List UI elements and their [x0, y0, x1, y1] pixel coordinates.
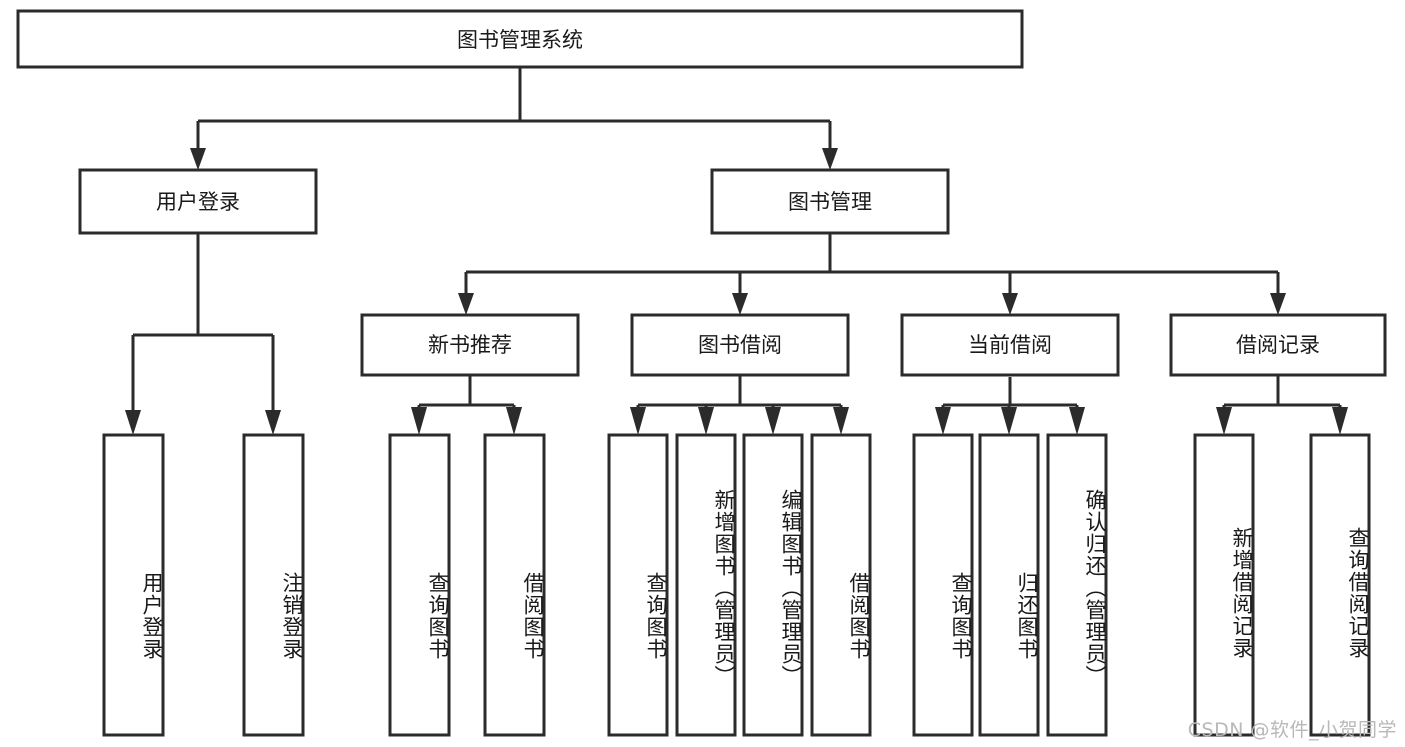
leaf-box-confirm-return[interactable] [1046, 433, 1108, 737]
connector-group-current-borrow [935, 377, 1085, 435]
node-user-login-label: 用户登录 [156, 190, 240, 214]
node-current-borrow[interactable]: 当前借阅 [900, 313, 1120, 377]
arrow-head-leaf-add-record [1216, 407, 1232, 435]
node-book-manage-box[interactable] [710, 168, 950, 235]
arrow-head-leaf-add-book [698, 407, 714, 435]
arrow-head-leaf-query-book-1 [411, 407, 427, 435]
arrow-head-book-borrow [732, 293, 748, 315]
node-root[interactable]: 图书管理系统 [16, 9, 1024, 69]
node-user-login-box[interactable] [78, 168, 318, 235]
node-current-borrow-label: 当前借阅 [968, 333, 1052, 357]
leaf-box-query-book-2[interactable] [607, 433, 669, 737]
arrow-head-leaf-query-book-2 [630, 407, 646, 435]
arrow-head-new-book-recommend [458, 293, 474, 315]
leaf-box-borrow-book-2[interactable] [810, 433, 872, 737]
connector-group-borrow-record [1216, 375, 1348, 435]
arrow-head-leaf-query-record [1332, 407, 1348, 435]
arrow-head-leaf-borrow-book-2 [833, 407, 849, 435]
leaf-box-borrow-book-1[interactable] [483, 433, 546, 737]
arrow-head-book-manage [822, 148, 838, 170]
leaf-box-add-record[interactable] [1193, 433, 1255, 737]
arrow-head-leaf-query-book-3 [935, 407, 951, 435]
node-book-borrow[interactable]: 图书借阅 [630, 313, 850, 377]
connector-group-root [190, 67, 838, 170]
connector-group-user-login [125, 233, 281, 435]
arrow-head-leaf-confirm-return [1069, 407, 1085, 435]
arrow-head-leaf-edit-book [765, 407, 781, 435]
leaf-box-user-login[interactable] [102, 433, 165, 737]
node-new-book-recommend[interactable]: 新书推荐 [360, 313, 580, 377]
connector-group-new-book-recommend [411, 375, 522, 435]
node-root-label: 图书管理系统 [457, 28, 583, 52]
leaf-box-logout-login[interactable] [242, 433, 305, 737]
arrow-head-leaf-return-book [1001, 407, 1017, 435]
node-book-borrow-label: 图书借阅 [698, 333, 782, 357]
arrow-head-borrow-record [1270, 293, 1286, 315]
node-current-borrow-box[interactable] [900, 313, 1120, 377]
csdn-watermark: CSDN @软件_小贺同学 [1187, 719, 1397, 741]
leaf-box-add-book[interactable] [675, 433, 737, 737]
node-book-borrow-box[interactable] [630, 313, 850, 377]
node-book-manage-label: 图书管理 [788, 190, 872, 214]
arrow-head-leaf-user-login [125, 410, 141, 435]
arrow-head-leaf-borrow-book-1 [506, 407, 522, 435]
leaf-boxes-group [102, 433, 1371, 737]
arrow-head-user-login [190, 148, 206, 170]
node-borrow-record[interactable]: 借阅记录 [1169, 313, 1387, 377]
node-new-book-recommend-box[interactable] [360, 313, 580, 377]
node-borrow-record-label: 借阅记录 [1236, 333, 1320, 357]
node-new-book-recommend-label: 新书推荐 [428, 333, 512, 357]
connector-group-book-borrow [630, 375, 849, 435]
node-book-manage[interactable]: 图书管理 [710, 168, 950, 235]
leaf-box-return-book[interactable] [978, 433, 1040, 737]
leaf-box-query-book-1[interactable] [388, 433, 451, 737]
arrow-head-leaf-logout-login [265, 410, 281, 435]
arrow-head-current-borrow [1002, 293, 1018, 315]
node-borrow-record-box[interactable] [1169, 313, 1387, 377]
leaf-box-query-book-3[interactable] [912, 433, 974, 737]
connector-group-book-manage [458, 233, 1286, 315]
leaf-box-edit-book[interactable] [742, 433, 804, 737]
leaf-box-query-record[interactable] [1309, 433, 1371, 737]
node-root-box[interactable] [16, 9, 1024, 69]
node-user-login[interactable]: 用户登录 [78, 168, 318, 235]
